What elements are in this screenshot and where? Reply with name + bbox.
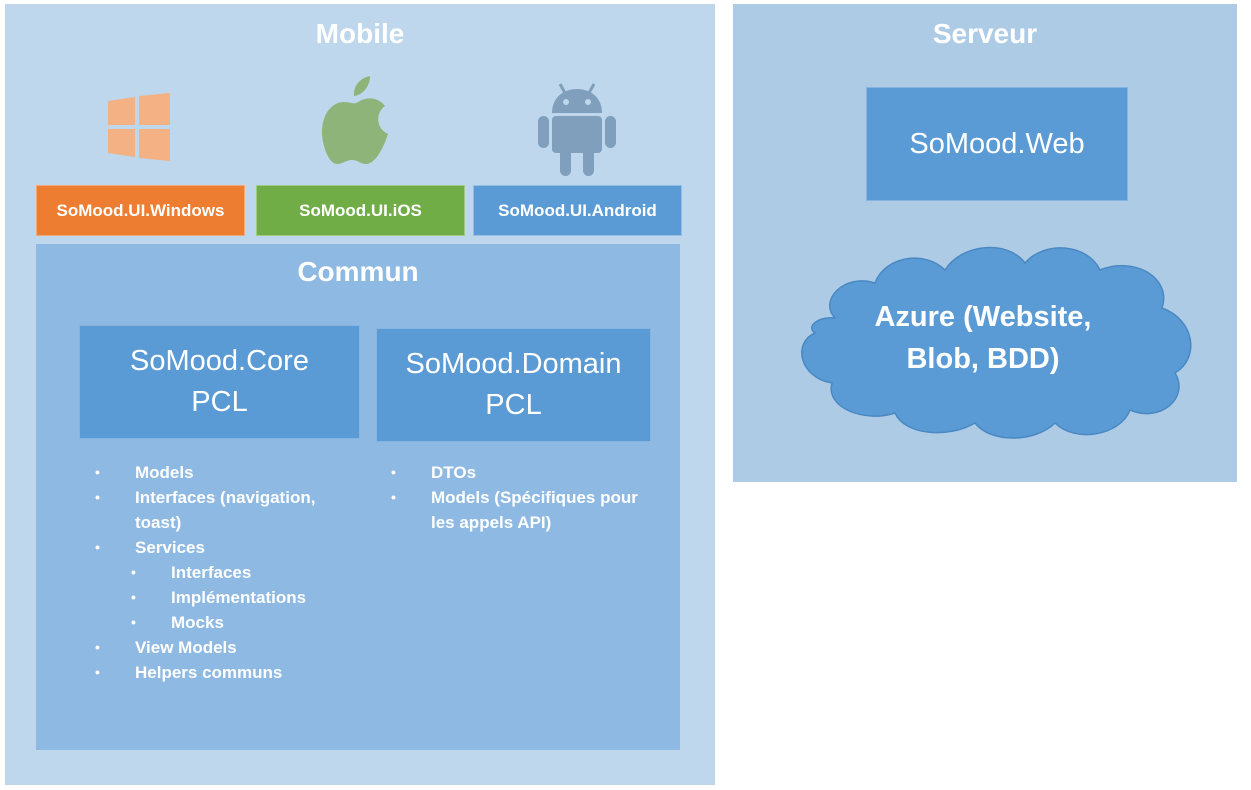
list-item: Models [95,460,345,485]
list-item: Helpers communs [95,660,345,685]
domain-subtitle: PCL [485,389,542,421]
azure-label-line1: Azure (Website, [874,301,1092,333]
server-title: Serveur [932,18,1038,49]
mobile-title: Mobile [315,18,405,49]
list-item-continuation: les appels API) [431,513,552,532]
core-feature-list: Models Interfaces (navigation, toast) Se… [95,460,345,685]
somood-web-box: SoMood.Web [866,87,1128,201]
android-icon [538,83,616,176]
domain-title: SoMood.Domain [405,348,622,380]
apple-icon [322,76,388,164]
list-item: Interfaces (navigation, [95,485,345,510]
platform-android-box: SoMood.UI.Android [473,185,682,236]
platform-ios-box: SoMood.UI.iOS [256,185,465,236]
azure-label-line2: Blob, BDD) [906,343,1060,375]
platform-windows-box: SoMood.UI.Windows [36,185,245,236]
list-item: DTOs [391,460,661,485]
domain-feature-list: DTOs Models (Spécifiques pour les appels… [391,460,661,535]
azure-cloud-icon [801,246,1192,439]
core-pcl-box: SoMood.Core PCL [79,325,360,439]
list-item: Models (Spécifiques pour [391,485,661,510]
windows-icon [108,93,170,161]
core-title: SoMood.Core [130,345,309,377]
commun-title: Commun [297,256,419,287]
list-subitem: Implémentations [131,585,345,610]
list-item-continuation: toast) [135,513,182,532]
core-subtitle: PCL [191,386,248,418]
domain-pcl-box: SoMood.Domain PCL [376,328,651,442]
list-subitem: Interfaces [131,560,345,585]
azure-label: Azure (Website, Blob, BDD) [848,296,1118,380]
list-item: View Models [95,635,345,660]
list-subitem: Mocks [131,610,345,635]
commun-panel: Commun SoMood.Core PCL SoMood.Domain PCL… [36,244,680,750]
list-item: Services [95,535,345,560]
